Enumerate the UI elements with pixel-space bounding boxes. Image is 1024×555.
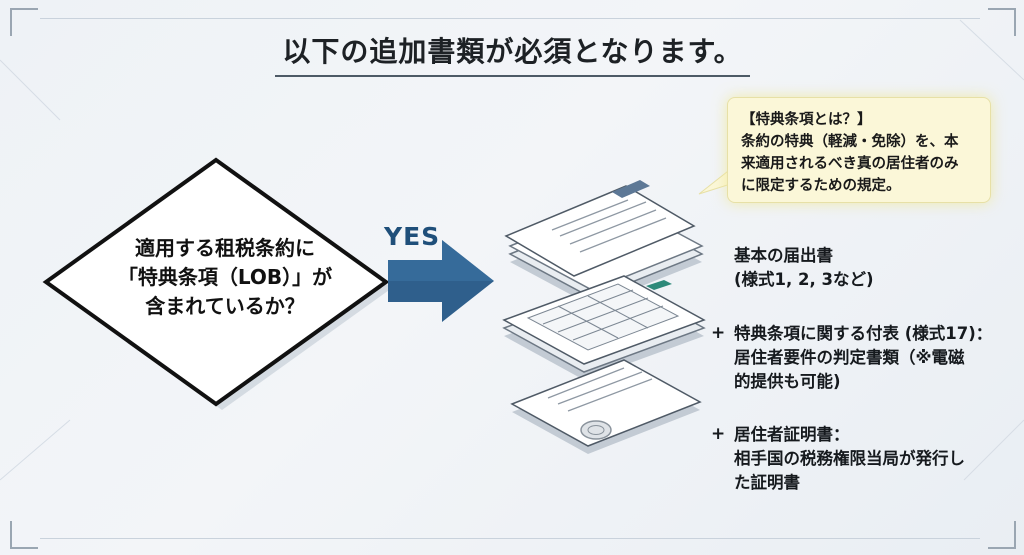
document-stack-residence-certificate [510, 359, 702, 454]
yes-label: YES [384, 222, 441, 251]
document-basic-form: 基本の届出書 (様式1, 2, 3など) [734, 244, 874, 292]
title-underline [275, 75, 750, 77]
decision-line-1: 適用する租税条約に [135, 236, 315, 260]
document-residence-detail-1: 相手国の税務権限当局が発行し [734, 449, 965, 468]
decision-diamond [42, 157, 390, 407]
background-lines [0, 19, 1024, 481]
corner-top-left-ornament [10, 8, 38, 36]
document-basic-detail: (様式1, 2, 3など) [734, 270, 874, 289]
callout-heading: 【特典条項とは？】 [741, 112, 872, 128]
frame-top-line [40, 18, 980, 19]
yes-arrow-highlight [388, 240, 494, 281]
corner-bottom-right-ornament [988, 521, 1016, 549]
corner-top-right-ornament [988, 8, 1016, 36]
document-stack-basic [504, 180, 704, 306]
document-lob-detail-2: 的提供も可能) [734, 372, 841, 391]
title-block: 以下の追加書類が必須となります。 [275, 30, 750, 78]
plus-marker-residence: + [711, 424, 726, 444]
document-lob-attachment: 特典条項に関する付表 (様式17)： 居住者要件の判定書類（※電磁 的提供も可能… [734, 322, 992, 394]
callout-line-1: 条約の特典（軽減・免除）を、本 [741, 134, 959, 150]
plus-marker-lob: + [711, 323, 726, 343]
callout-line-2: 来適用されるべき真の居住者のみ [741, 156, 959, 172]
document-basic-title: 基本の届出書 [734, 246, 833, 265]
corner-bottom-left-ornament [10, 521, 38, 549]
decision-line-3: 含まれているか？ [145, 294, 305, 318]
frame-bottom-line [40, 538, 980, 539]
document-lob-title: 特典条項に関する付表 (様式17)： [734, 324, 993, 343]
lob-definition-callout: 【特典条項とは？】 条約の特典（軽減・免除）を、本 来適用されるべき真の居住者の… [727, 97, 991, 203]
decision-line-2: 「特典条項（LOB）」が [117, 265, 333, 289]
official-seal-icon [580, 420, 612, 440]
callout-line-3: に限定するための規定。 [741, 178, 901, 194]
document-residence-detail-2: た証明書 [734, 473, 800, 492]
document-residence-title: 居住者証明書： [734, 425, 850, 444]
document-lob-detail-1: 居住者要件の判定書類（※電磁 [734, 348, 965, 367]
callout-body: 条約の特典（軽減・免除）を、本 来適用されるべき真の居住者のみ に限定するための… [741, 131, 981, 197]
document-residence-certificate: 居住者証明書： 相手国の税務権限当局が発行し た証明書 [734, 423, 965, 495]
decision-question: 適用する租税条約に 「特典条項（LOB）」が 含まれているか？ [95, 234, 355, 321]
page-title: 以下の追加書類が必須となります。 [282, 35, 743, 68]
document-stack-lob-form [502, 275, 706, 380]
